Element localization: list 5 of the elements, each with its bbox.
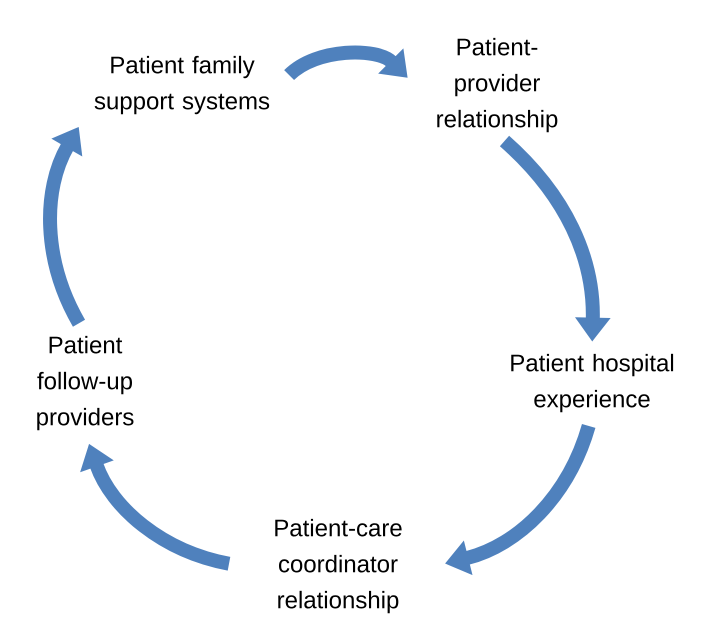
cycle-label: Patient follow-up providers xyxy=(37,336,134,430)
cycle-label: Patient-provider relationship xyxy=(437,38,558,132)
cycle-label: Patient hospital experience xyxy=(511,354,674,412)
cycle-label: Patient-care coordinator relationship xyxy=(275,518,402,614)
cycle-label: Patient family support systems xyxy=(94,56,270,114)
